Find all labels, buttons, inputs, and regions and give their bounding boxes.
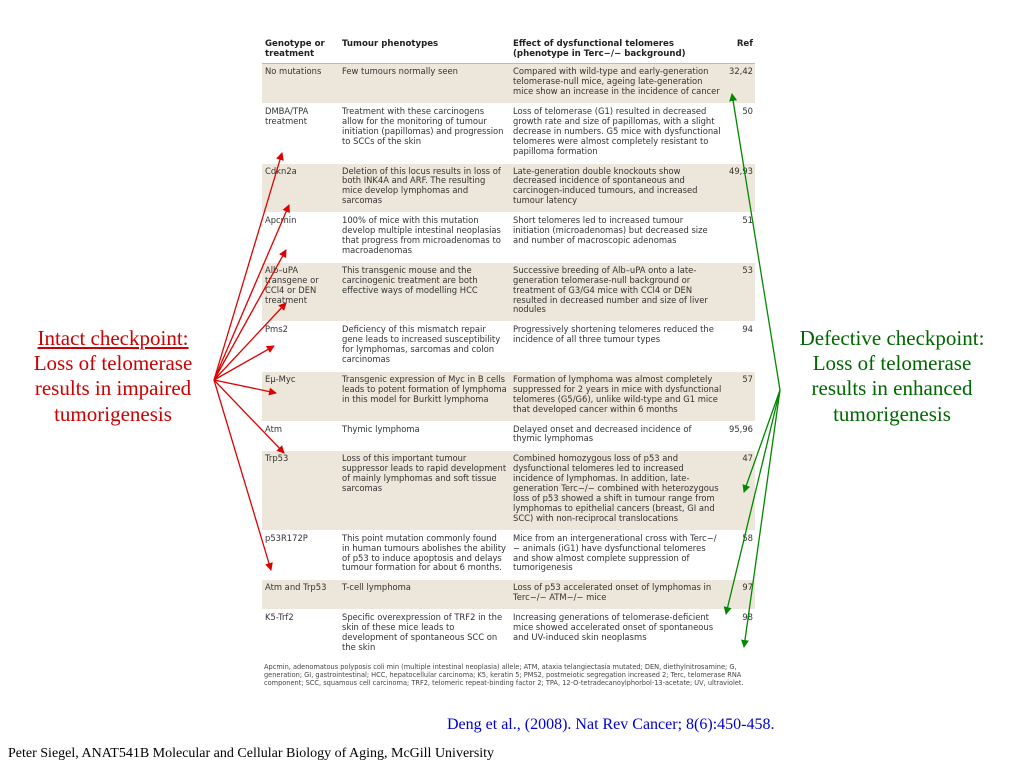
cell-genotype: Atm and Trp53 — [262, 579, 339, 611]
cell-effect: Combined homozygous loss of p53 and dysf… — [510, 450, 725, 531]
cell-tumour-phenotype: Deficiency of this mismatch repair gene … — [339, 321, 510, 372]
cell-tumour-phenotype: Specific overexpression of TRF2 in the s… — [339, 609, 510, 660]
defective-checkpoint-heading: Defective checkpoint: — [799, 326, 985, 350]
cell-genotype: Eμ-Myc — [262, 371, 339, 422]
intact-line-1: Loss of telomerase — [33, 351, 193, 376]
cell-tumour-phenotype: Deletion of this locus results in loss o… — [339, 163, 510, 214]
cell-genotype: K5-Trf2 — [262, 609, 339, 660]
cell-effect: Short telomeres led to increased tumour … — [510, 212, 725, 263]
cell-ref: 57 — [725, 371, 755, 422]
cell-ref: 58 — [725, 530, 755, 581]
cell-ref: 51 — [725, 212, 755, 263]
cell-genotype: Atm — [262, 421, 339, 452]
table-header-row: Genotype or treatment Tumour phenotypes … — [262, 36, 755, 65]
telomere-mouse-models-table: Genotype or treatment Tumour phenotypes … — [262, 36, 755, 688]
cell-tumour-phenotype: 100% of mice with this mutation develop … — [339, 212, 510, 263]
cell-effect: Compared with wild-type and early-genera… — [510, 63, 725, 104]
cell-tumour-phenotype: Transgenic expression of Myc in B cells … — [339, 371, 510, 422]
cell-effect: Mice from an intergenerational cross wit… — [510, 530, 725, 581]
cell-genotype: Apcmin — [262, 212, 339, 263]
cell-effect: Successive breeding of Alb–uPA onto a la… — [510, 262, 725, 323]
phenotype-table: Genotype or treatment Tumour phenotypes … — [262, 36, 755, 660]
cell-genotype: Alb–uPA transgene or CCl4 or DEN treatme… — [262, 262, 339, 323]
cell-ref: 53 — [725, 262, 755, 323]
cell-effect: Loss of telomerase (G1) resulted in decr… — [510, 103, 725, 164]
intact-line-2: results in impaired — [34, 376, 192, 401]
cell-effect: Formation of lymphoma was almost complet… — [510, 371, 725, 422]
citation-reference: Deng et al., (2008). Nat Rev Cancer; 8(6… — [447, 716, 775, 733]
defective-line-2: results in enhanced — [811, 376, 973, 401]
cell-ref: 47 — [725, 450, 755, 531]
defective-line-3: tumorigenesis — [833, 401, 951, 426]
cell-tumour-phenotype: This point mutation commonly found in hu… — [339, 530, 510, 581]
cell-tumour-phenotype: This transgenic mouse and the carcinogen… — [339, 262, 510, 323]
cell-tumour-phenotype: Treatment with these carcinogens allow f… — [339, 103, 510, 164]
cell-genotype: Pms2 — [262, 321, 339, 372]
cell-genotype: Trp53 — [262, 450, 339, 531]
cell-ref: 97 — [725, 579, 755, 611]
defective-checkpoint-label: Defective checkpoint: Loss of telomerase… — [778, 326, 1006, 427]
cell-tumour-phenotype: Thymic lymphoma — [339, 421, 510, 452]
defective-line-1: Loss of telomerase — [812, 351, 972, 376]
header-effect: Effect of dysfunctional telomeres (pheno… — [510, 36, 725, 65]
header-genotype: Genotype or treatment — [262, 36, 339, 65]
intact-checkpoint-heading: Intact checkpoint: — [37, 326, 189, 350]
cell-tumour-phenotype: Loss of this important tumour suppressor… — [339, 450, 510, 531]
cell-genotype: DMBA/TPA treatment — [262, 103, 339, 164]
course-credit: Peter Siegel, ANAT541B Molecular and Cel… — [8, 746, 495, 761]
header-tumour-phenotypes: Tumour phenotypes — [339, 36, 510, 65]
cell-effect: Progressively shortening telomeres reduc… — [510, 321, 725, 372]
cell-genotype: No mutations — [262, 63, 339, 104]
cell-ref: 95,96 — [725, 421, 755, 452]
cell-effect: Delayed onset and decreased incidence of… — [510, 421, 725, 452]
cell-tumour-phenotype: Few tumours normally seen — [339, 63, 510, 104]
intact-checkpoint-label: Intact checkpoint: Loss of telomerase re… — [6, 326, 220, 427]
cell-ref: 50 — [725, 103, 755, 164]
table-footnote: Apcmin, adenomatous polyposis coli min (… — [264, 662, 744, 687]
cell-ref: 98 — [725, 609, 755, 660]
intact-line-3: tumorigenesis — [54, 401, 172, 426]
cell-effect: Increasing generations of telomerase-def… — [510, 609, 725, 660]
cell-tumour-phenotype: T-cell lymphoma — [339, 579, 510, 611]
cell-effect: Loss of p53 accelerated onset of lymphom… — [510, 579, 725, 611]
cell-ref: 49,93 — [725, 163, 755, 214]
header-ref: Ref — [725, 36, 755, 65]
cell-ref: 32,42 — [725, 63, 755, 104]
table-row: Alb–uPA transgene or CCl4 or DEN treatme… — [262, 262, 755, 323]
cell-effect: Late-generation double knockouts show de… — [510, 163, 725, 214]
cell-genotype: Cdkn2a — [262, 163, 339, 214]
cell-ref: 94 — [725, 321, 755, 372]
cell-genotype: p53R172P — [262, 530, 339, 581]
